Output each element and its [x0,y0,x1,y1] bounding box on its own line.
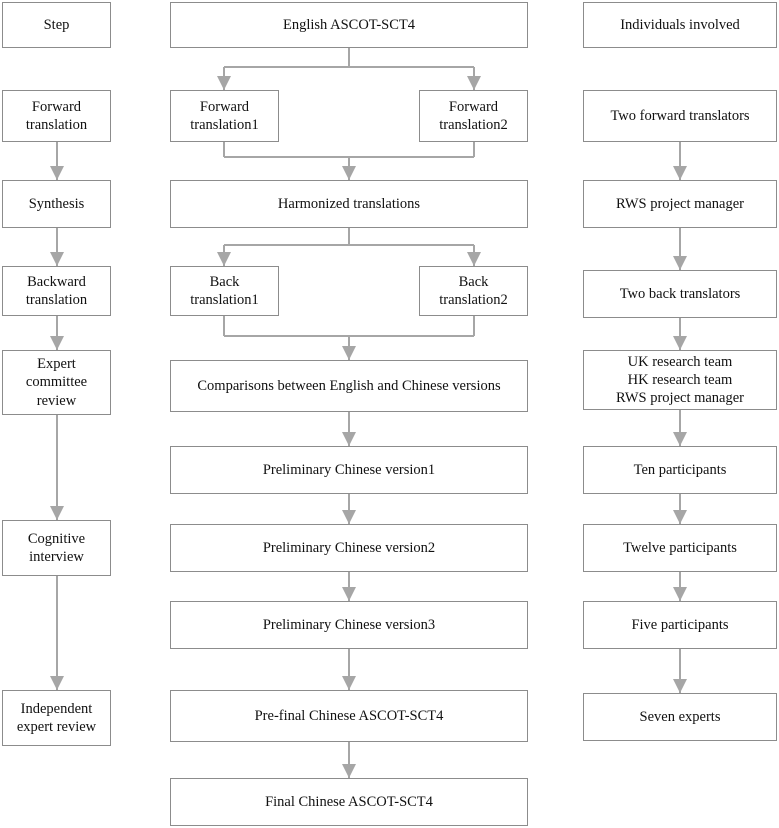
comparisons-box: Comparisons between English and Chinese … [170,360,528,412]
forward-translation-1-box: Forward translation1 [170,90,279,142]
two-forward-translators-box: Two forward translators [583,90,777,142]
seven-experts-box: Seven experts [583,693,777,741]
step-synthesis: Synthesis [2,180,111,228]
harmonized-translations-box: Harmonized translations [170,180,528,228]
back-translation-2-box: Back translation2 [419,266,528,316]
step-backward-translation: Backward translation [2,266,111,316]
individuals-header: Individuals involved [583,2,777,48]
preliminary-version-2-box: Preliminary Chinese version2 [170,524,528,572]
preliminary-version-1-box: Preliminary Chinese version1 [170,446,528,494]
step-cognitive-interview: Cognitive interview [2,520,111,576]
forward-translation-2-box: Forward translation2 [419,90,528,142]
step-forward-translation: Forward translation [2,90,111,142]
preliminary-version-3-box: Preliminary Chinese version3 [170,601,528,649]
prefinal-ascot-box: Pre-final Chinese ASCOT-SCT4 [170,690,528,742]
rws-project-manager-box: RWS project manager [583,180,777,228]
twelve-participants-box: Twelve participants [583,524,777,572]
step-expert-committee-review: Expert committee review [2,350,111,415]
back-translation-1-box: Back translation1 [170,266,279,316]
research-teams-box: UK research team HK research team RWS pr… [583,350,777,410]
english-ascot-box: English ASCOT-SCT4 [170,2,528,48]
ten-participants-box: Ten participants [583,446,777,494]
five-participants-box: Five participants [583,601,777,649]
two-back-translators-box: Two back translators [583,270,777,318]
step-header: Step [2,2,111,48]
final-ascot-box: Final Chinese ASCOT-SCT4 [170,778,528,826]
step-independent-expert-review: Independent expert review [2,690,111,746]
